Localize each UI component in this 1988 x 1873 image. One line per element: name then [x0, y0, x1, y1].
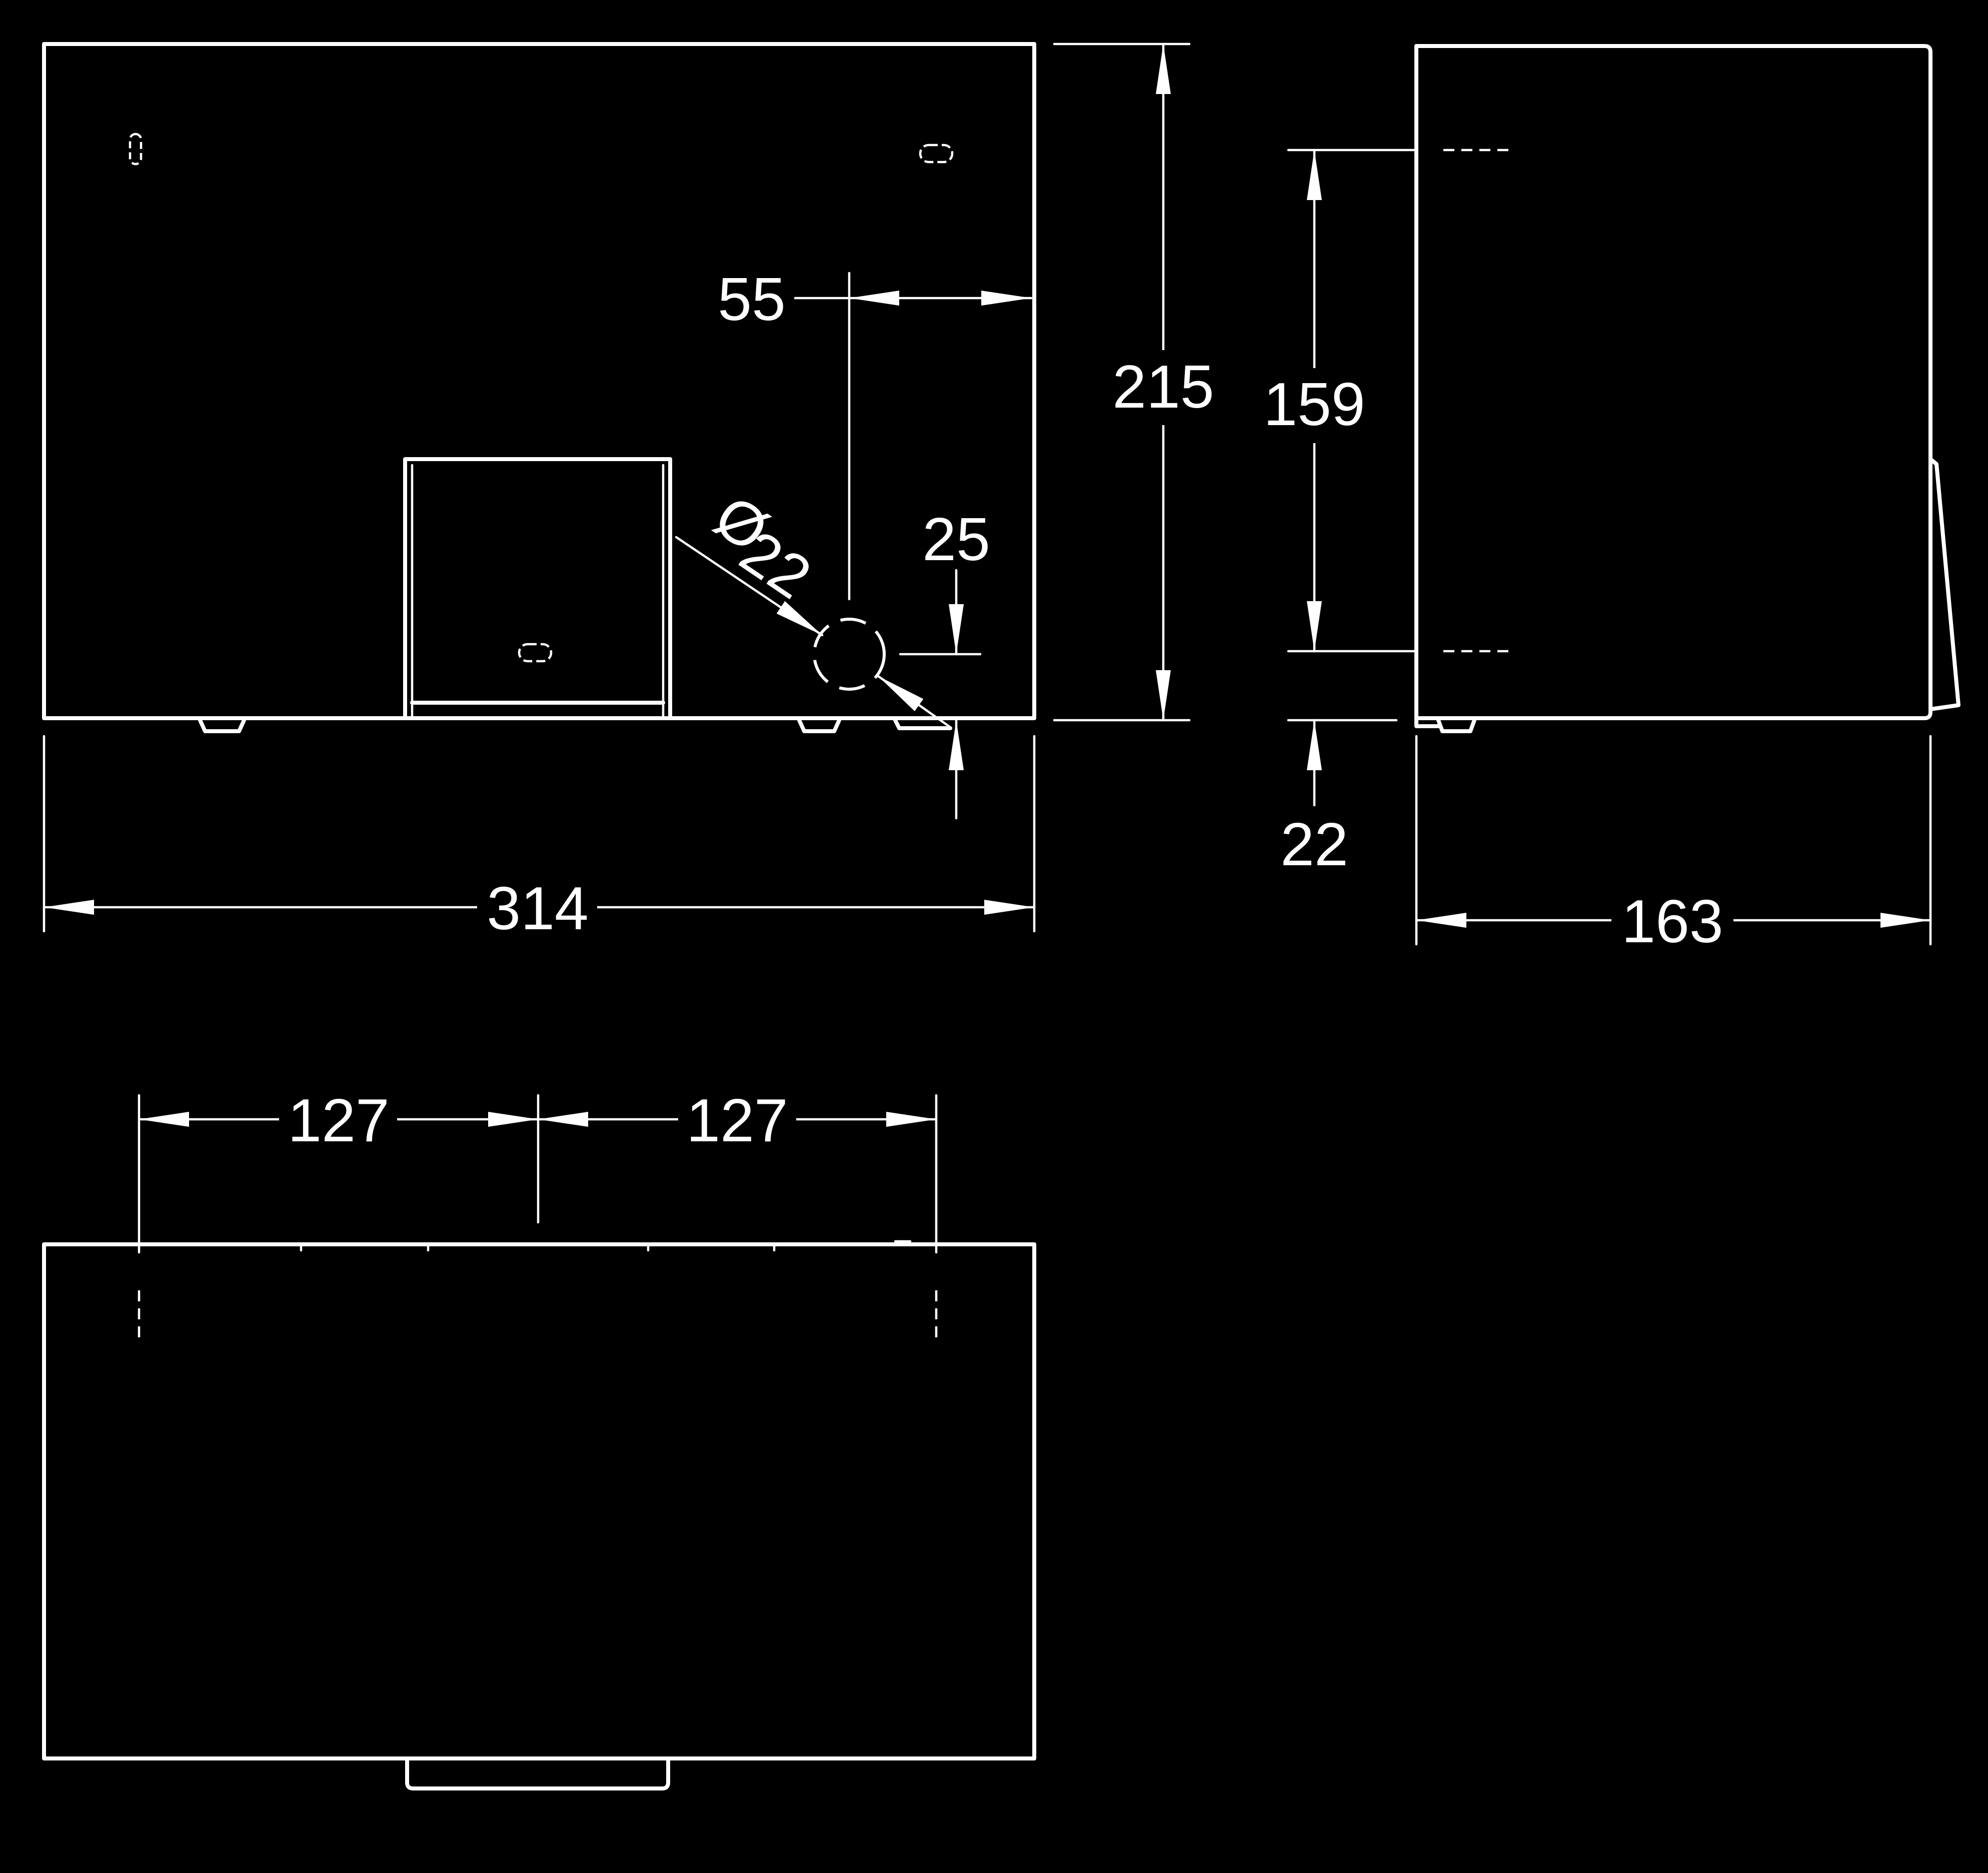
top-view-outline [42, 1242, 1036, 1760]
dim-25-label: 25 [922, 505, 990, 573]
cable-hole [813, 618, 886, 691]
front-foot-middle [797, 718, 841, 733]
dim-22-label: 22 [1280, 810, 1348, 878]
top-view: 127 127 [42, 1082, 1036, 1790]
front-view: 55 25 Ø 22 215 314 [42, 42, 1217, 945]
dim-314-label: 314 [487, 874, 589, 942]
front-foot-right [893, 718, 952, 730]
side-foot [1436, 718, 1476, 733]
dim-163-label: 163 [1621, 887, 1723, 955]
slot-top-right [919, 144, 954, 164]
top-view-door-handle [405, 1756, 670, 1790]
dim-127-left-label: 127 [288, 1086, 390, 1154]
dim-215-label: 215 [1112, 353, 1214, 421]
dim-diameter-leader-2 [877, 675, 952, 729]
side-view: 159 22 163 [1257, 44, 1960, 958]
slot-door [518, 643, 553, 663]
front-foot-left [198, 718, 246, 733]
dim-55-label: 55 [718, 265, 786, 333]
dim-127-right-label: 127 [686, 1086, 788, 1154]
dim-159-label: 159 [1263, 370, 1365, 438]
side-view-outline [1414, 44, 1932, 720]
side-view-door-profile [1928, 457, 1960, 711]
front-view-door [403, 457, 672, 720]
dim-diameter-leader [675, 536, 824, 637]
side-foot-left [1414, 716, 1442, 728]
front-view-outline [42, 42, 1036, 720]
slot-top-left [129, 133, 143, 166]
